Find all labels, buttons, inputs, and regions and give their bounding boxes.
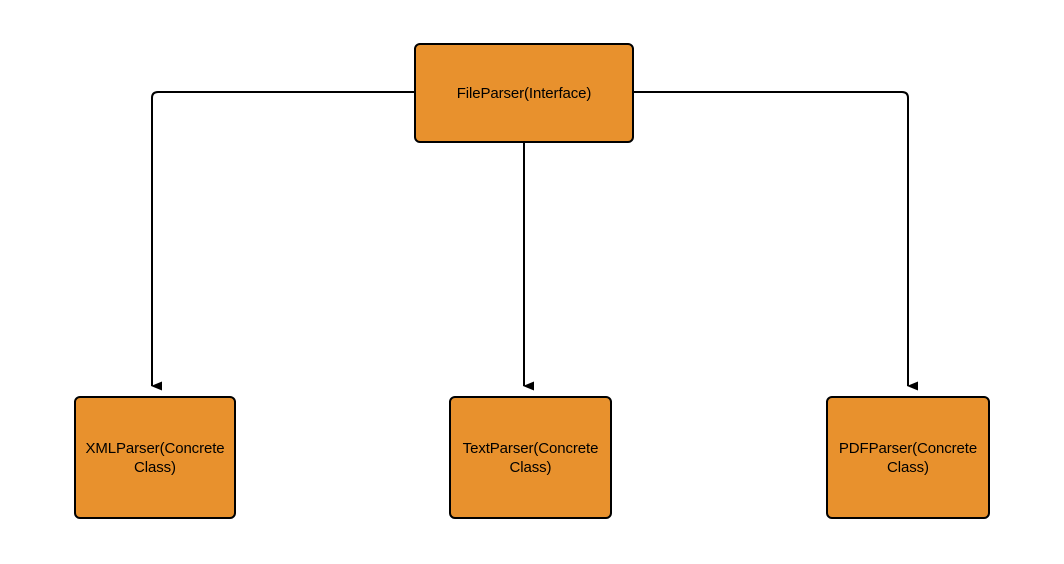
node-textparser-concrete-class[interactable]: TextParser(Concrete Class)	[449, 396, 612, 519]
edge-fileparser-to-xmlparser	[151, 91, 414, 391]
node-pdfparser-concrete-class[interactable]: PDFParser(Concrete Class)	[826, 396, 990, 519]
node-textparser-label: TextParser(Concrete Class)	[462, 439, 599, 476]
node-xmlparser-label: XMLParser(Concrete Class)	[85, 439, 225, 476]
node-xmlparser-concrete-class[interactable]: XMLParser(Concrete Class)	[74, 396, 236, 519]
node-fileparser-label: FileParser(Interface)	[456, 84, 592, 102]
node-fileparser-interface[interactable]: FileParser(Interface)	[414, 43, 634, 143]
node-pdfparser-label: PDFParser(Concrete Class)	[838, 439, 978, 476]
edge-fileparser-to-pdfparser	[634, 91, 918, 391]
